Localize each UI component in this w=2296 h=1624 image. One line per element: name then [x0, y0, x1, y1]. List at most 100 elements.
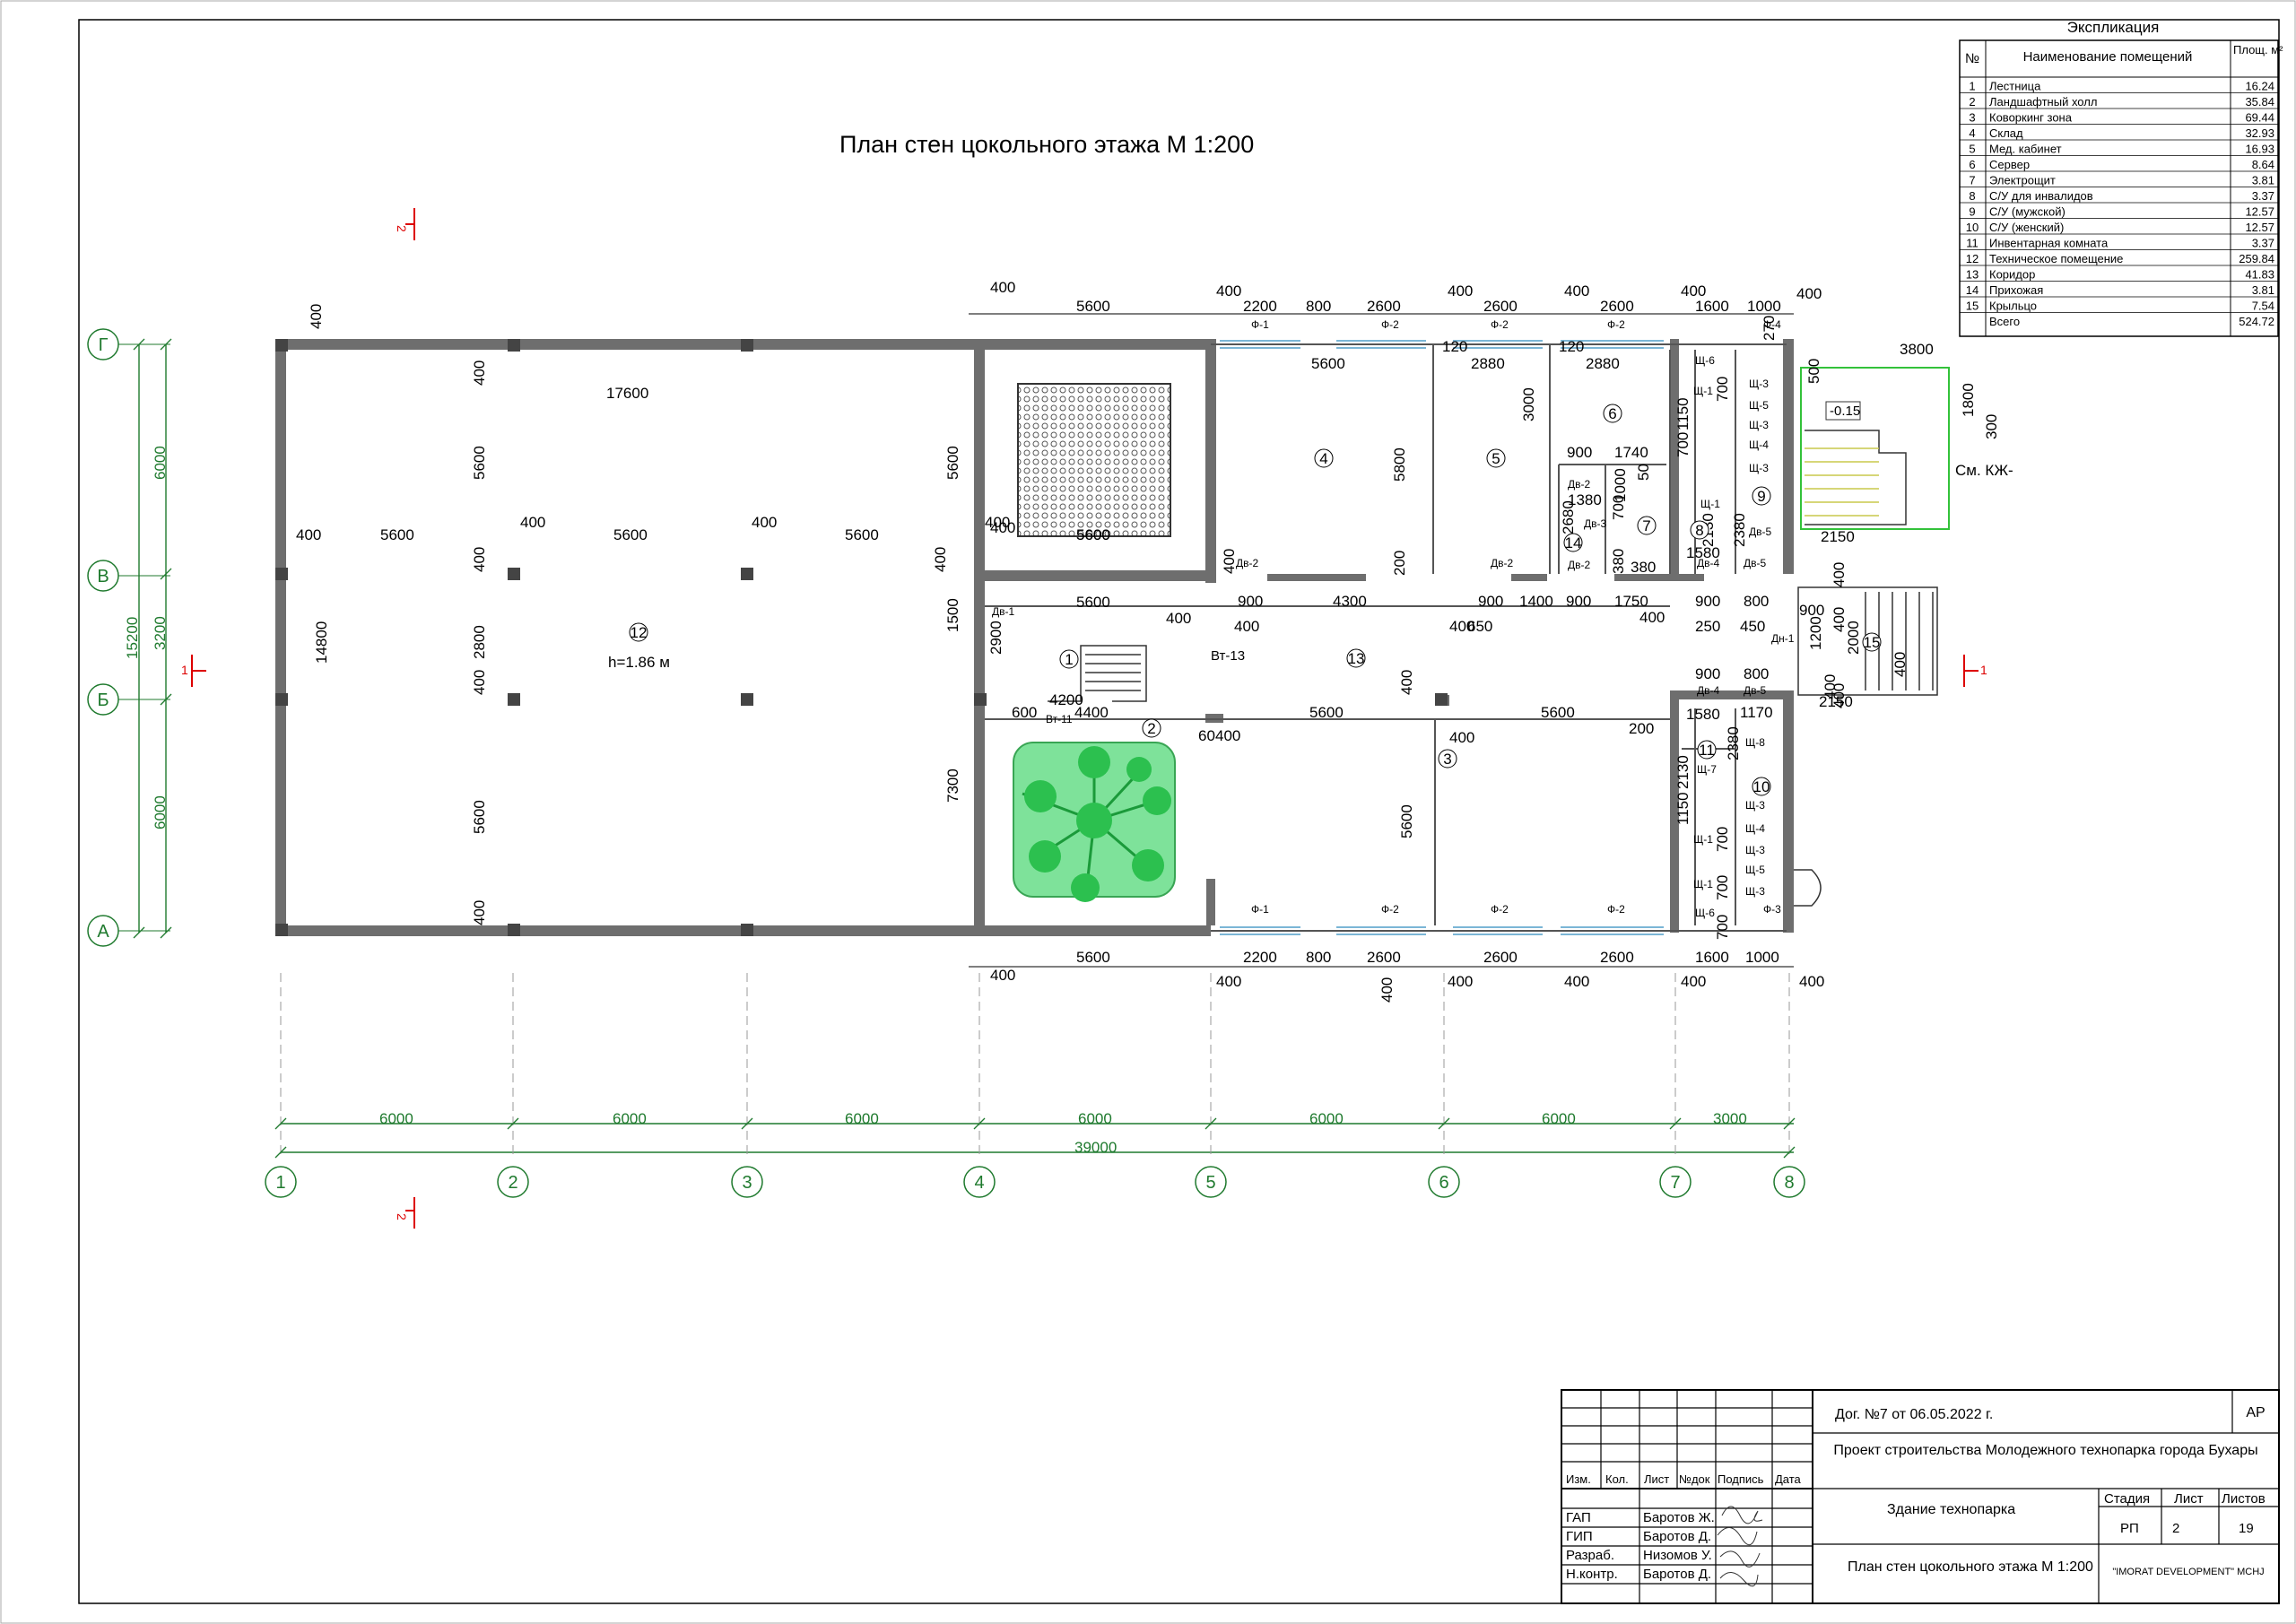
svg-text:Дв-2: Дв-2	[1568, 478, 1590, 491]
room-marker-15: 15	[1862, 632, 1882, 652]
svg-text:5600: 5600	[845, 526, 879, 543]
explication-area: 3.37	[2252, 189, 2274, 203]
svg-text:300: 300	[1983, 414, 2000, 439]
svg-text:2380: 2380	[1725, 726, 1742, 760]
axis-bubble-B: Б	[87, 683, 119, 716]
svg-text:400: 400	[1639, 609, 1665, 626]
svg-text:400: 400	[1831, 607, 1848, 632]
axis-bubble-A: А	[87, 915, 119, 947]
plan-title: План стен цокольного этажа М 1:200	[839, 131, 1254, 158]
svg-text:900: 900	[1566, 593, 1591, 610]
svg-text:См. КЖ-: См. КЖ-	[1955, 462, 2013, 479]
room-marker-5: 5	[1486, 448, 1506, 468]
explication-no: 13	[1966, 268, 1979, 282]
axis-bubble-6: 6	[1428, 1166, 1460, 1198]
svg-text:-0.15: -0.15	[1830, 404, 1860, 419]
room-marker-11: 11	[1697, 740, 1717, 760]
span-total-label: 39000	[1074, 1139, 1117, 1156]
hatched-equipment	[1017, 383, 1171, 537]
svg-text:Щ-3: Щ-3	[1749, 378, 1769, 390]
explication-area: 8.64	[2252, 158, 2274, 171]
svg-text:2: 2	[508, 1173, 517, 1193]
svg-text:2380: 2380	[1731, 513, 1748, 547]
svg-text:Дата: Дата	[1775, 1472, 1802, 1486]
svg-text:1400: 1400	[1519, 593, 1553, 610]
svg-text:Щ-1: Щ-1	[1693, 385, 1713, 397]
company-name: "IMORAT DEVELOPMENT" MCHJ	[2112, 1567, 2264, 1577]
svg-text:3: 3	[742, 1173, 752, 1193]
svg-text:Площ. м²: Площ. м²	[2233, 43, 2283, 56]
explication-no: 2	[1969, 95, 1975, 109]
section-mark-label: 1	[181, 663, 188, 677]
span-label: 6000	[1309, 1110, 1344, 1127]
svg-text:400: 400	[1234, 618, 1259, 635]
svg-text:Наименование помещений: Наименование помещений	[2023, 49, 2193, 65]
sheet-title: План стен цокольного этажа М 1:200	[1848, 1559, 2093, 1575]
section-mark-label: 2	[395, 225, 409, 232]
svg-text:1170: 1170	[1740, 704, 1773, 721]
svg-text:Дв-5: Дв-5	[1744, 684, 1766, 697]
explication-no: 12	[1966, 252, 1979, 265]
svg-text:Щ-1: Щ-1	[1693, 833, 1713, 846]
svg-text:Дн-1: Дн-1	[1771, 632, 1795, 645]
svg-text:13: 13	[1348, 650, 1365, 667]
room-marker-1: 1	[1059, 649, 1079, 669]
room-marker-14: 14	[1563, 533, 1583, 552]
explication-area: 12.57	[2245, 221, 2274, 234]
dim-label: 2600	[1367, 949, 1401, 966]
axis-bubble-4: 4	[963, 1166, 996, 1198]
svg-text:Щ-6: Щ-6	[1695, 354, 1715, 367]
svg-text:7300: 7300	[944, 769, 961, 803]
svg-text:3000: 3000	[1520, 387, 1537, 421]
svg-text:Дв-5: Дв-5	[1749, 525, 1771, 538]
svg-text:17600: 17600	[606, 385, 648, 402]
explication-room: С/У (женский)	[1989, 221, 2064, 234]
dim-label: 2200	[1243, 298, 1277, 315]
bottom-span-labels: 6000 6000 6000 6000 6000 6000 3000 39000	[379, 1110, 1747, 1156]
svg-text:Ф-1: Ф-1	[1251, 903, 1269, 916]
axis-bubble-7: 7	[1659, 1166, 1692, 1198]
svg-text:Щ-7: Щ-7	[1697, 763, 1717, 776]
axis-bubble-1: 1	[265, 1166, 297, 1198]
svg-text:400: 400	[985, 514, 1010, 531]
axis-dimensions	[138, 344, 1794, 1153]
svg-text:Дв-2: Дв-2	[1568, 559, 1590, 571]
svg-text:Подпись: Подпись	[1718, 1472, 1764, 1486]
explication-no: 8	[1969, 189, 1975, 203]
svg-text:2880: 2880	[1586, 355, 1620, 372]
walls	[275, 339, 1794, 936]
svg-text:5: 5	[1492, 450, 1500, 467]
svg-text:450: 450	[1740, 618, 1765, 635]
explication-title: Экспликация	[2067, 19, 2160, 36]
svg-text:900: 900	[1799, 602, 1824, 619]
span-label: 6000	[1542, 1110, 1576, 1127]
svg-text:50: 50	[1635, 464, 1652, 481]
svg-text:6: 6	[1439, 1173, 1448, 1193]
svg-text:400: 400	[1221, 549, 1238, 574]
explication-area: 16.24	[2245, 80, 2274, 93]
svg-text:Ф-4: Ф-4	[1763, 318, 1781, 331]
explication-area: 3.81	[2252, 283, 2274, 297]
svg-text:2150: 2150	[1821, 528, 1855, 545]
svg-text:Дв-4: Дв-4	[1697, 557, 1719, 569]
level-mark: -0.15	[1825, 401, 1861, 421]
svg-text:400: 400	[1166, 610, 1191, 627]
svg-text:1750: 1750	[1614, 593, 1648, 610]
svg-text:Дв-2: Дв-2	[1236, 557, 1258, 569]
explication-no: 5	[1969, 143, 1975, 156]
explication-room: С/У (мужской)	[1989, 205, 2066, 219]
svg-text:Щ-3: Щ-3	[1745, 799, 1765, 812]
svg-text:1: 1	[1065, 651, 1073, 668]
opening-tags: Ф-1 Ф-2 Ф-2 Ф-2 Ф-4 Ф-1 Ф-2 Ф-2 Ф-2 Ф-3 …	[992, 318, 1795, 919]
svg-text:ГАП: ГАП	[1566, 1510, 1591, 1525]
explication-room: Ландшафтный холл	[1989, 95, 2097, 109]
dim-label: 400	[1448, 282, 1473, 300]
svg-text:Ф-1: Ф-1	[1251, 318, 1269, 331]
svg-text:Баротов Д.: Баротов Д.	[1643, 1567, 1711, 1582]
svg-text:3800: 3800	[1900, 341, 1934, 358]
svg-text:Листов: Листов	[2222, 1491, 2266, 1507]
section-mark-label: 1	[1980, 663, 1987, 677]
